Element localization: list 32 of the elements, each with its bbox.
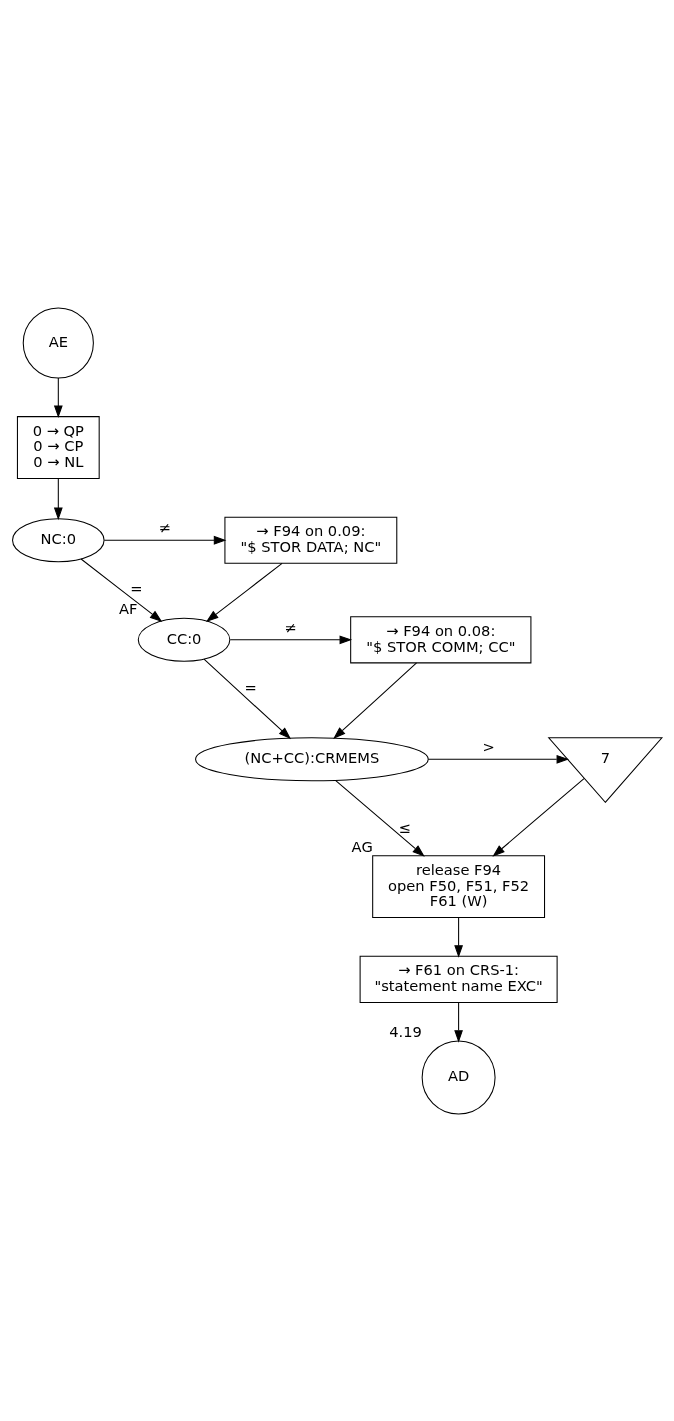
node-box: → F61 on CRS-1: "statement name EXC": [359, 955, 558, 1003]
node-box: → F94 on 0.08: "$ STOR COMM; CC": [350, 615, 532, 663]
node-box: 0 → QP 0 → CP 0 → NL: [16, 415, 100, 479]
arrow: [103, 535, 227, 545]
node-ellipse: NC:0: [12, 517, 105, 562]
arrow: [53, 376, 63, 418]
node-box: → F94 on 0.09: "$ STOR DATA; NC": [224, 516, 398, 564]
arrow: [53, 477, 63, 520]
arrow: [80, 557, 163, 622]
edge-label: ≠: [284, 618, 297, 636]
node-label: AF: [118, 599, 138, 617]
arrow: [454, 1001, 464, 1043]
node-label: 4.19: [389, 1022, 422, 1040]
edge-label: =: [130, 579, 143, 597]
arrow: [229, 634, 353, 644]
node-label: AG: [351, 837, 373, 855]
node-ellipse: CC:0: [137, 617, 231, 662]
node-circle: AE: [22, 306, 94, 379]
node-circle: AD: [421, 1040, 496, 1114]
edge-label: ≠: [158, 518, 171, 536]
arrow: [333, 661, 418, 739]
arrow: [454, 916, 464, 958]
edge-label: ≤: [398, 818, 411, 836]
arrow: [334, 779, 425, 857]
arrow: [492, 777, 585, 857]
arrow: [203, 658, 292, 739]
edge-label: =: [244, 678, 257, 696]
arrow: [205, 562, 283, 622]
node-ellipse: (NC+CC):CRMEMS: [195, 736, 429, 781]
node-box: release F94 open F50, F51, F52 F61 (W): [372, 854, 546, 918]
edge-label: >: [482, 737, 495, 755]
arrow: [427, 754, 570, 764]
